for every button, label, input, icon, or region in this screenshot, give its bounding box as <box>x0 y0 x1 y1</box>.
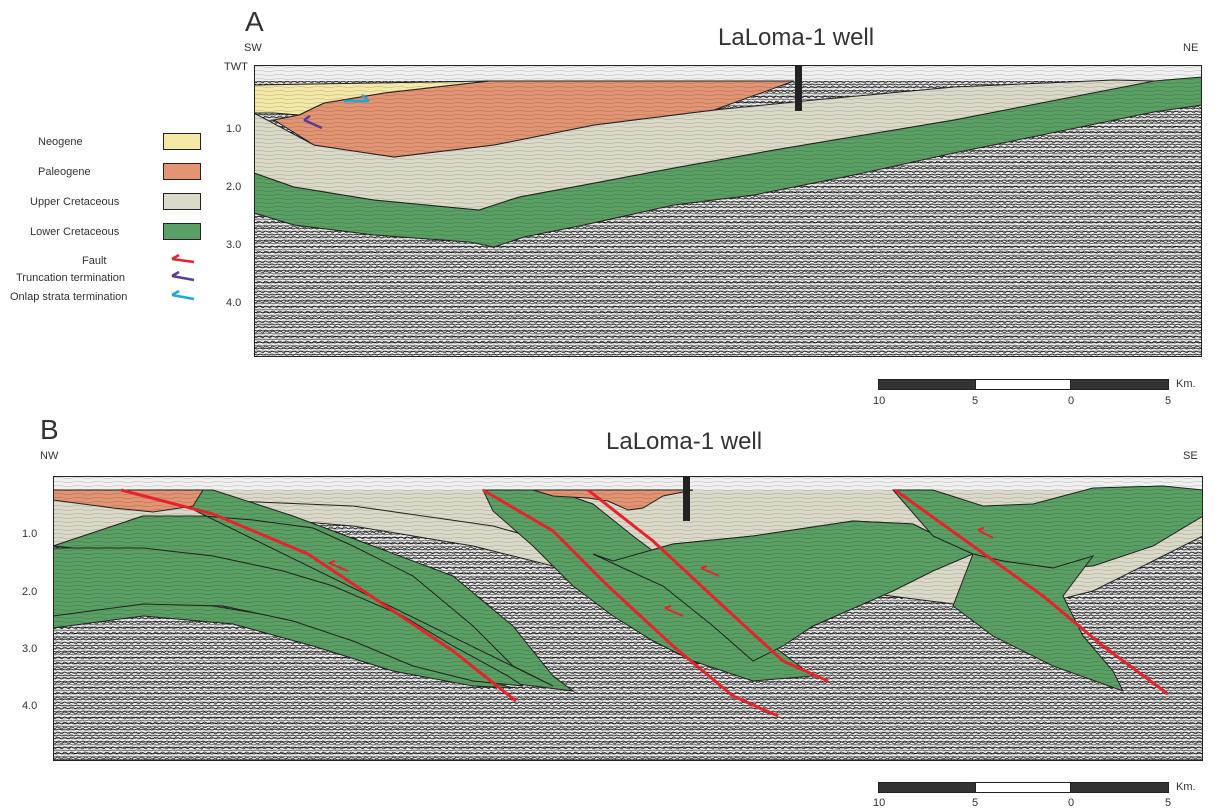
panel-b-dir-right: SE <box>1183 450 1198 462</box>
legend-fault-arrow-icon <box>171 253 195 264</box>
panel-a-well-marker <box>795 65 802 111</box>
legend-unit-paleogene-swatch <box>163 163 201 180</box>
panel-b-scale-unit: Km. <box>1176 781 1196 793</box>
panel-b-well-marker <box>683 476 690 521</box>
panel-b-dir-left: NW <box>40 450 59 462</box>
panel-a-scale-label-5a: 5 <box>972 395 979 407</box>
legend-truncation-arrow-icon <box>171 270 195 282</box>
fault-line-4 <box>894 488 1169 696</box>
panel-b-tick-1: 1.0 <box>22 528 38 540</box>
fault-arrow-icon <box>664 605 684 617</box>
panel-a-tick-3: 3.0 <box>226 239 242 251</box>
panel-b-seismic-section <box>53 476 1203 761</box>
legend-unit-lower-cretaceous-swatch <box>163 223 201 240</box>
panel-b-scale-label-0: 0 <box>1068 797 1075 809</box>
panel-a-scale-bar <box>878 379 1169 390</box>
fault-arrow-icon <box>977 527 994 539</box>
legend-unit-paleogene-label: Paleogene <box>38 166 91 178</box>
panel-a-twt-label: TWT <box>224 61 248 73</box>
panel-a-well-label: LaLoma-1 well <box>718 24 875 51</box>
panel-b-tick-2: 2.0 <box>22 586 38 598</box>
panel-a-tick-4: 4.0 <box>226 297 242 309</box>
panel-b-well-label: LaLoma-1 well <box>606 428 763 455</box>
panel-b-tick-4: 4.0 <box>22 700 38 712</box>
panel-a-dir-right: NE <box>1183 42 1199 54</box>
panel-b-tick-3: 3.0 <box>22 643 38 655</box>
panel-b-scale-label-5a: 5 <box>972 797 979 809</box>
panel-a-tick-1: 1.0 <box>226 123 242 135</box>
legend-onlap-label: Onlap strata termination <box>10 291 128 303</box>
fault-line-1 <box>120 488 517 703</box>
legend-unit-neogene-swatch <box>163 133 201 150</box>
legend-unit-upper-cretaceous-swatch <box>163 193 201 210</box>
panel-a-truncation-arrow-icon <box>303 114 323 130</box>
fault-line-3 <box>587 488 829 683</box>
panel-a-dir-left: SW <box>244 42 262 54</box>
panel-b-scale-bar <box>878 782 1169 793</box>
panel-a-scale-label-5b: 5 <box>1165 395 1172 407</box>
panel-b-scale-label-10: 10 <box>873 797 886 809</box>
fault-arrow-icon <box>328 560 349 572</box>
legend-truncation-label: Truncation termination <box>16 272 126 284</box>
panel-a-scale-label-0: 0 <box>1068 395 1075 407</box>
legend-unit-lower-cretaceous-label: Lower Cretaceous <box>30 226 120 238</box>
panel-a-letter: A <box>245 6 264 37</box>
fault-arrow-icon <box>700 565 720 577</box>
panel-a-seismic-section <box>254 65 1202 357</box>
panel-a-scale-label-10: 10 <box>873 395 886 407</box>
legend-fault-label: Fault <box>82 255 107 267</box>
fault-line-2 <box>482 488 779 718</box>
panel-a-scale-unit: Km. <box>1176 378 1196 390</box>
legend-unit-neogene-label: Neogene <box>38 136 83 148</box>
panel-a-tick-2: 2.0 <box>226 181 242 193</box>
panel-b-scale-label-5b: 5 <box>1165 797 1172 809</box>
legend-unit-upper-cretaceous-label: Upper Cretaceous <box>30 196 120 208</box>
legend-onlap-arrow-icon <box>171 289 195 301</box>
panel-b-letter: B <box>40 414 59 445</box>
panel-a-onlap-arrow-icon <box>344 94 370 103</box>
panel-b-faults <box>120 488 1169 718</box>
